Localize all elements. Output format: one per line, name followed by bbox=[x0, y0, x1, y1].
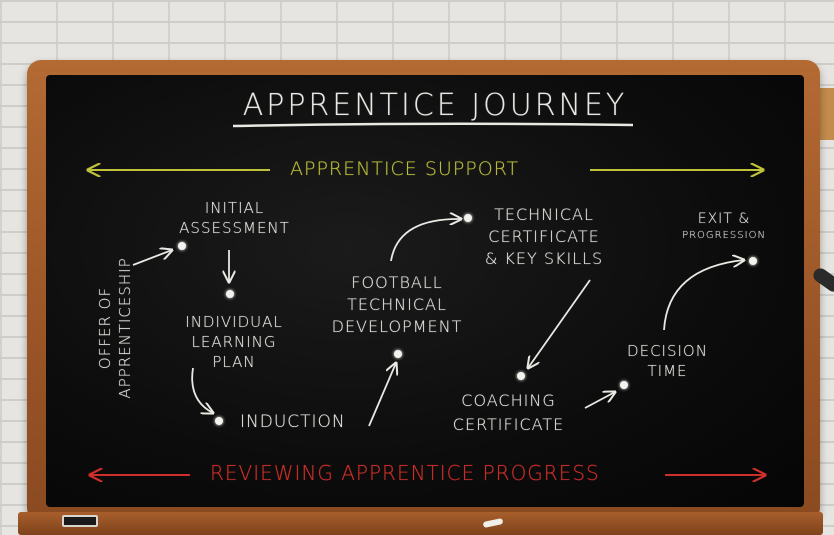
coaching-line-2: Certificate bbox=[452, 415, 565, 434]
decision-time-label: Decision Time bbox=[620, 341, 715, 381]
node-football bbox=[394, 350, 402, 358]
wall-shelf-piece bbox=[818, 88, 834, 140]
individual-plan-line-3: Plan bbox=[212, 353, 256, 371]
football-line-3: Development bbox=[331, 317, 463, 336]
node-plan bbox=[226, 290, 234, 298]
node-coaching bbox=[517, 372, 525, 380]
exit-line-1: Exit & bbox=[697, 211, 751, 227]
arrow-offer-to-assessment bbox=[132, 250, 172, 266]
induction-label: Induction bbox=[240, 412, 346, 432]
offer-label: Offer of Apprenticeship bbox=[96, 257, 134, 399]
exit-progression-label: Exit & Progression bbox=[675, 210, 773, 243]
chalk-ledge bbox=[18, 512, 823, 535]
support-band-label: Apprentice Support bbox=[290, 158, 520, 180]
arrow-plan-to-induction bbox=[191, 367, 213, 413]
progress-band-label: Reviewing Apprentice Progress bbox=[210, 461, 600, 485]
coaching-line-1: Coaching bbox=[461, 391, 556, 410]
node-exit bbox=[749, 257, 757, 265]
technical-certificate-label: Technical Certificate & Key Skills bbox=[474, 204, 614, 270]
technical-line-3: & Key Skills bbox=[484, 249, 604, 268]
node-induction bbox=[215, 417, 223, 425]
eraser-icon bbox=[62, 515, 98, 527]
decision-line-2: Time bbox=[647, 362, 688, 380]
coaching-certificate-label: Coaching Certificate bbox=[441, 389, 576, 437]
node-decision bbox=[620, 381, 628, 389]
initial-assessment-line-1: Initial bbox=[204, 199, 265, 217]
football-line-2: Technical bbox=[347, 295, 447, 314]
football-development-label: Football Technical Development bbox=[327, 272, 467, 338]
initial-assessment-line-2: Assessment bbox=[179, 219, 290, 237]
decision-line-1: Decision bbox=[627, 342, 708, 360]
diagram-title: Apprentice Journey bbox=[242, 88, 628, 123]
node-assessment bbox=[178, 242, 186, 250]
node-technical bbox=[464, 214, 472, 222]
football-line-1: Football bbox=[351, 273, 443, 292]
arrow-induction-to-football bbox=[368, 363, 396, 427]
arrow-coaching-to-decision bbox=[584, 392, 615, 409]
individual-plan-line-2: Learning bbox=[191, 333, 277, 351]
arrow-technical-to-coaching bbox=[528, 279, 591, 368]
individual-plan-label: Individual Learning Plan bbox=[180, 312, 288, 372]
individual-plan-line-1: Individual bbox=[185, 313, 283, 331]
technical-line-2: Certificate bbox=[488, 227, 600, 246]
arrow-football-to-technical bbox=[390, 219, 461, 262]
technical-line-1: Technical bbox=[494, 205, 594, 224]
arrow-decision-to-exit bbox=[663, 260, 744, 331]
title-underline bbox=[232, 122, 634, 128]
initial-assessment-label: Initial Assessment bbox=[162, 198, 307, 238]
exit-line-2: Progression bbox=[682, 230, 766, 241]
